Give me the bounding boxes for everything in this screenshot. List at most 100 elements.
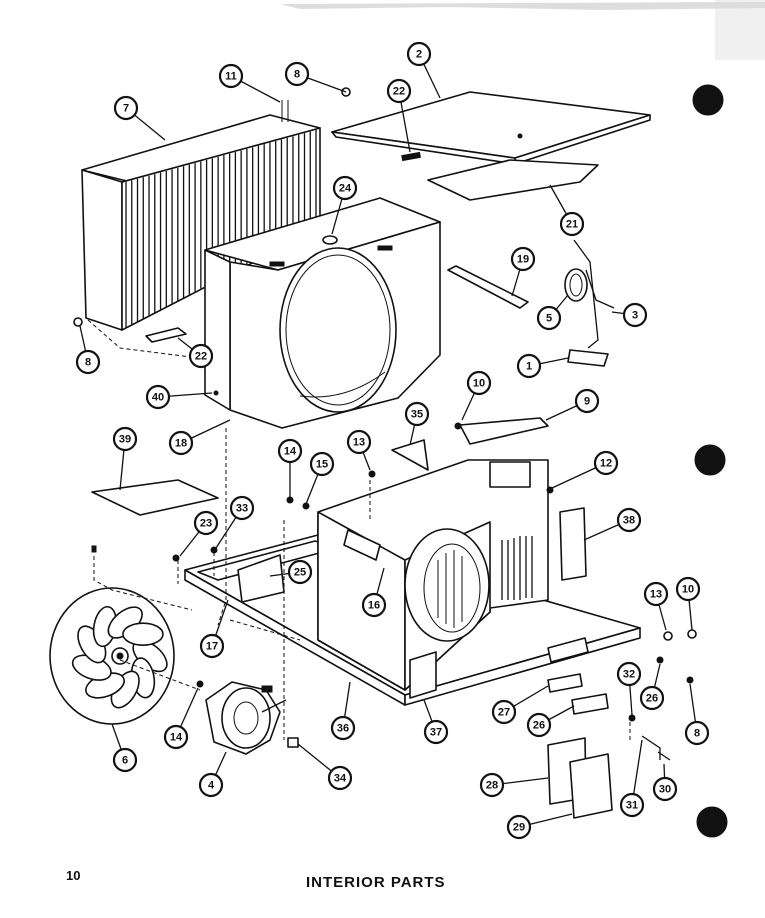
- callout-number: 21: [566, 219, 578, 231]
- callout-c17: 17: [199, 633, 225, 659]
- callout-number: 8: [85, 357, 91, 369]
- callout-number: 38: [623, 515, 635, 527]
- callout-number: 25: [294, 567, 306, 579]
- callout-number: 10: [682, 584, 694, 596]
- callout-number: 32: [623, 669, 635, 681]
- callout-number: 14: [170, 732, 183, 744]
- fan-motor: [205, 681, 287, 755]
- callout-number: 4: [208, 780, 215, 792]
- callout-c25: 25: [287, 559, 313, 585]
- callout-number: 24: [339, 183, 352, 195]
- callout-number: 3: [632, 310, 638, 322]
- drain-channel: [409, 651, 437, 699]
- callout-bubble: [622, 302, 648, 328]
- filter-sheet: [91, 479, 219, 516]
- callout-number: 28: [486, 780, 498, 792]
- label-27: [547, 673, 583, 693]
- callout-number: 31: [626, 800, 638, 812]
- callout-number: 16: [368, 600, 380, 612]
- callout-number: 14: [284, 446, 297, 458]
- callout-number: 8: [694, 728, 700, 740]
- callout-c13b: 13: [643, 581, 669, 607]
- callout-number: 15: [316, 459, 328, 471]
- callout-bubble: [616, 661, 642, 687]
- callout-bubble: [466, 370, 492, 396]
- callout-number: 12: [600, 458, 612, 470]
- callout-c14b: 14: [163, 724, 189, 750]
- callout-number: 11: [225, 71, 237, 83]
- callout-number: 35: [411, 409, 423, 421]
- callout-number: 40: [152, 392, 164, 404]
- callout-c30: 30: [652, 776, 678, 802]
- callout-c34: 34: [327, 765, 353, 791]
- callout-c24: 24: [332, 175, 358, 201]
- callout-bubble: [145, 384, 171, 410]
- callout-number: 6: [122, 755, 128, 767]
- callout-number: 30: [659, 784, 671, 796]
- callout-c19: 19: [510, 246, 536, 272]
- callout-c22a: 22: [386, 78, 412, 104]
- callout-c22b: 22: [188, 343, 214, 369]
- callout-c28: 28: [479, 772, 505, 798]
- callout-c38: 38: [616, 507, 642, 533]
- small-hardware: [73, 87, 697, 761]
- callout-c26b: 26: [526, 712, 552, 738]
- callout-number: 36: [337, 723, 349, 735]
- callout-c33: 33: [229, 495, 255, 521]
- callout-bubble: [327, 765, 353, 791]
- binder-hole: [696, 806, 728, 838]
- top-cover: [331, 91, 651, 165]
- callout-number: 19: [517, 254, 529, 266]
- callout-bubble: [536, 305, 562, 331]
- callout-number: 26: [646, 693, 658, 705]
- callout-bubble: [287, 559, 313, 585]
- callout-c18: 18: [168, 430, 194, 456]
- callout-number: 27: [498, 707, 510, 719]
- callout-number: 13: [650, 589, 662, 601]
- callout-bubble: [491, 699, 517, 725]
- callout-bubble: [168, 430, 194, 456]
- callout-bubble: [218, 63, 244, 89]
- callout-bubble: [684, 720, 710, 746]
- scan-edge-noise: [280, 0, 765, 60]
- callout-bubble: [516, 353, 542, 379]
- coil-base-outline: [87, 319, 231, 363]
- callout-c27: 27: [491, 699, 517, 725]
- callout-bubble: [332, 175, 358, 201]
- callout-number: 22: [195, 351, 207, 363]
- callout-c7: 7: [113, 95, 139, 121]
- callout-bubble: [346, 429, 372, 455]
- callout-bubble: [361, 592, 387, 618]
- callout-c23: 23: [193, 510, 219, 536]
- callout-number: 7: [123, 103, 129, 115]
- callout-c40: 40: [145, 384, 171, 410]
- callout-number: 13: [353, 437, 365, 449]
- callout-c12: 12: [593, 450, 619, 476]
- callout-number: 37: [430, 727, 442, 739]
- callout-number: 8: [294, 69, 300, 81]
- callout-bubble: [386, 78, 412, 104]
- callout-c15: 15: [309, 451, 335, 477]
- callout-number: 10: [473, 378, 485, 390]
- callout-bubble: [526, 712, 552, 738]
- callout-bubble: [284, 61, 310, 87]
- callout-c6: 6: [112, 747, 138, 773]
- callout-c1: 1: [516, 353, 542, 379]
- callout-bubble: [510, 246, 536, 272]
- blower-housing: [317, 459, 549, 691]
- callout-c14a: 14: [277, 438, 303, 464]
- callout-bubble: [406, 41, 432, 67]
- mounting-clip: [287, 737, 299, 748]
- callout-c35: 35: [404, 401, 430, 427]
- callout-c10a: 10: [466, 370, 492, 396]
- callout-bubble: [193, 510, 219, 536]
- callout-c3: 3: [622, 302, 648, 328]
- callout-bubble: [112, 426, 138, 452]
- callout-bubble: [330, 715, 356, 741]
- callout-number: 1: [526, 361, 532, 373]
- callout-number: 18: [175, 438, 187, 450]
- callout-bubble: [198, 772, 224, 798]
- callout-bubble: [113, 95, 139, 121]
- callout-c5: 5: [536, 305, 562, 331]
